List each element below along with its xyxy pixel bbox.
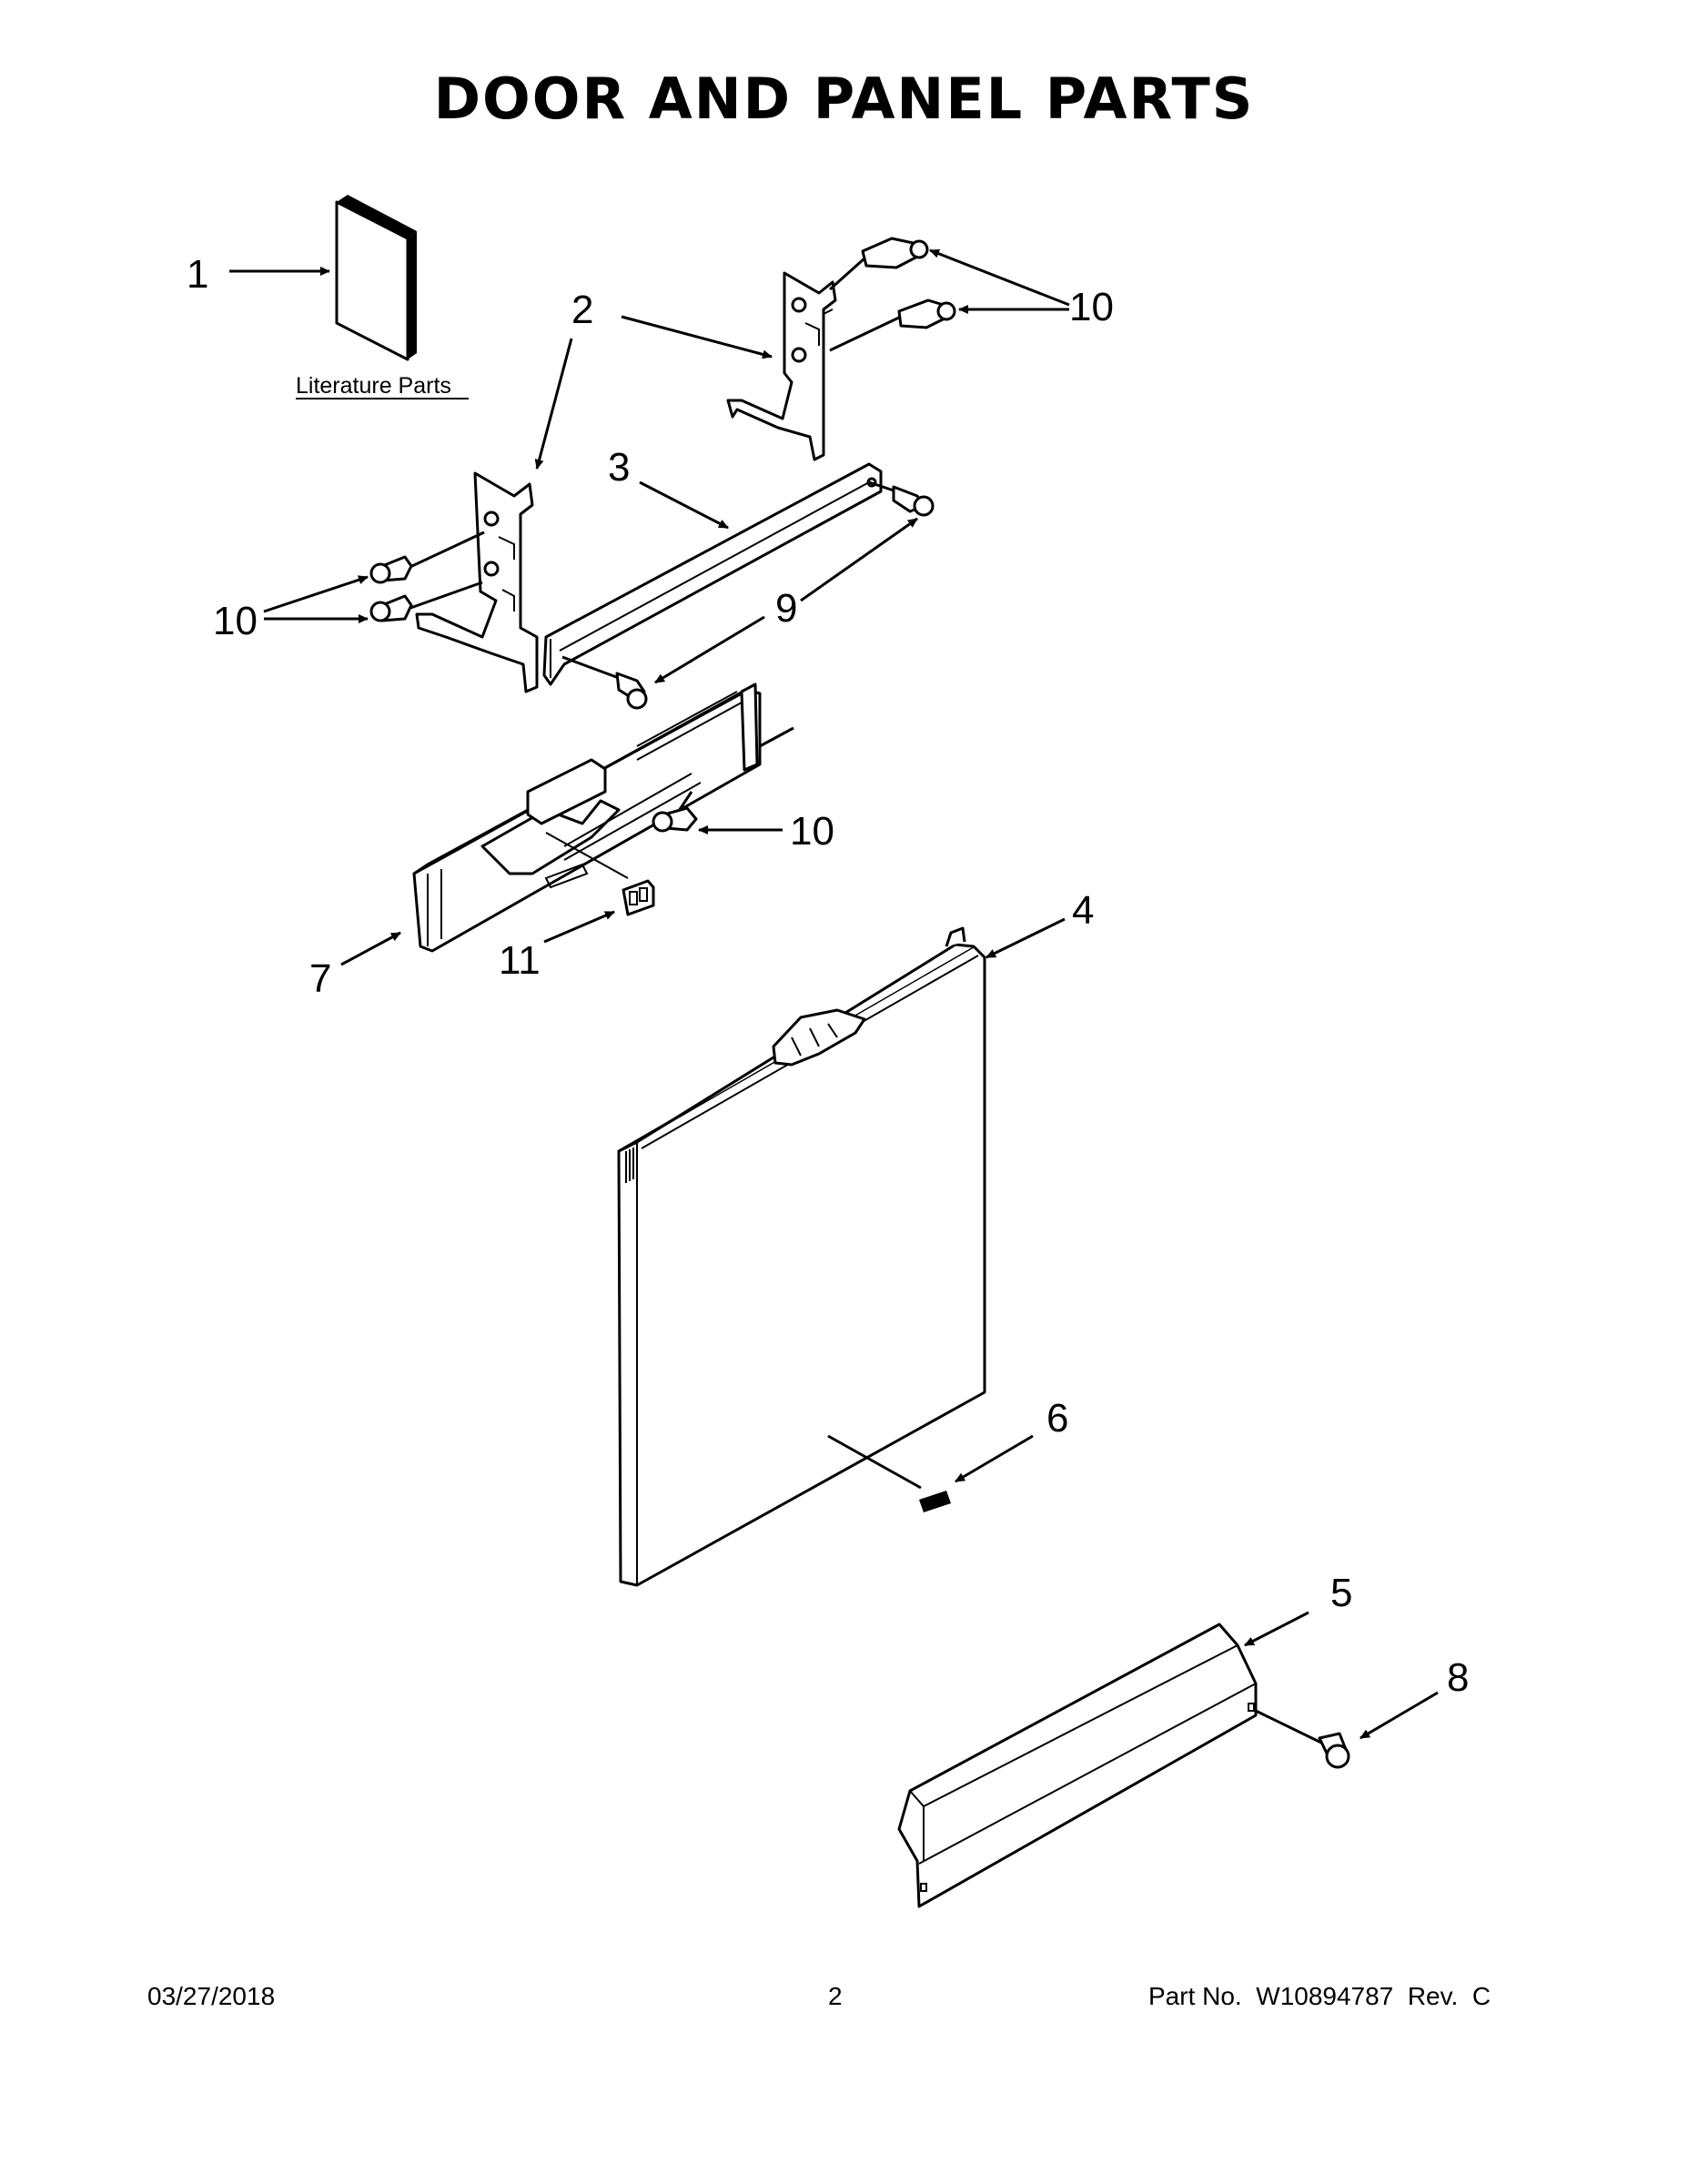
screw-10-left-a [369,531,485,584]
clip-part [622,879,655,916]
screw-10-upper-b [829,298,956,352]
callout-6: 6 [1046,1396,1068,1441]
hinge-bracket-left-part [415,471,539,693]
footer-date: 03/27/2018 [147,1982,276,2010]
callout-4: 4 [1072,888,1094,933]
callout-9: 9 [775,586,797,631]
logo-badge-part [827,1434,951,1512]
callout-11: 11 [499,938,541,983]
callout-8: 8 [1447,1655,1469,1700]
callout-10-upper: 10 [1069,285,1114,329]
callout-7: 7 [309,956,331,1001]
callout-10-console: 10 [790,809,834,854]
screw-9-right [868,480,935,517]
footer-page-number: 2 [828,1982,843,2010]
callout-2: 2 [571,288,593,332]
callout-5: 5 [1330,1571,1352,1615]
screw-10-left-b [369,581,483,622]
callout-1: 1 [187,252,208,297]
screw-10-upper-a [828,237,929,291]
vent-grille [625,1148,634,1183]
door-panel-part [617,926,986,1587]
literature-parts-label: Literature Parts [296,373,451,399]
screw-8-part [1255,1709,1350,1769]
page-title: DOOR AND PANEL PARTS [433,66,1255,132]
toe-panel-part [897,1623,1258,1908]
callout-3: 3 [608,445,630,490]
literature-book-part: Literature Parts [296,195,469,399]
door-rail-part [542,462,883,686]
hinge-bracket-right-part [726,271,837,461]
callout-10-left: 10 [213,599,258,643]
screw-10-console [652,791,698,833]
screw-9-left [561,655,648,710]
control-console-part [412,682,794,953]
footer-part-number: Part No. W10894787 Rev. C [1148,1982,1491,2010]
